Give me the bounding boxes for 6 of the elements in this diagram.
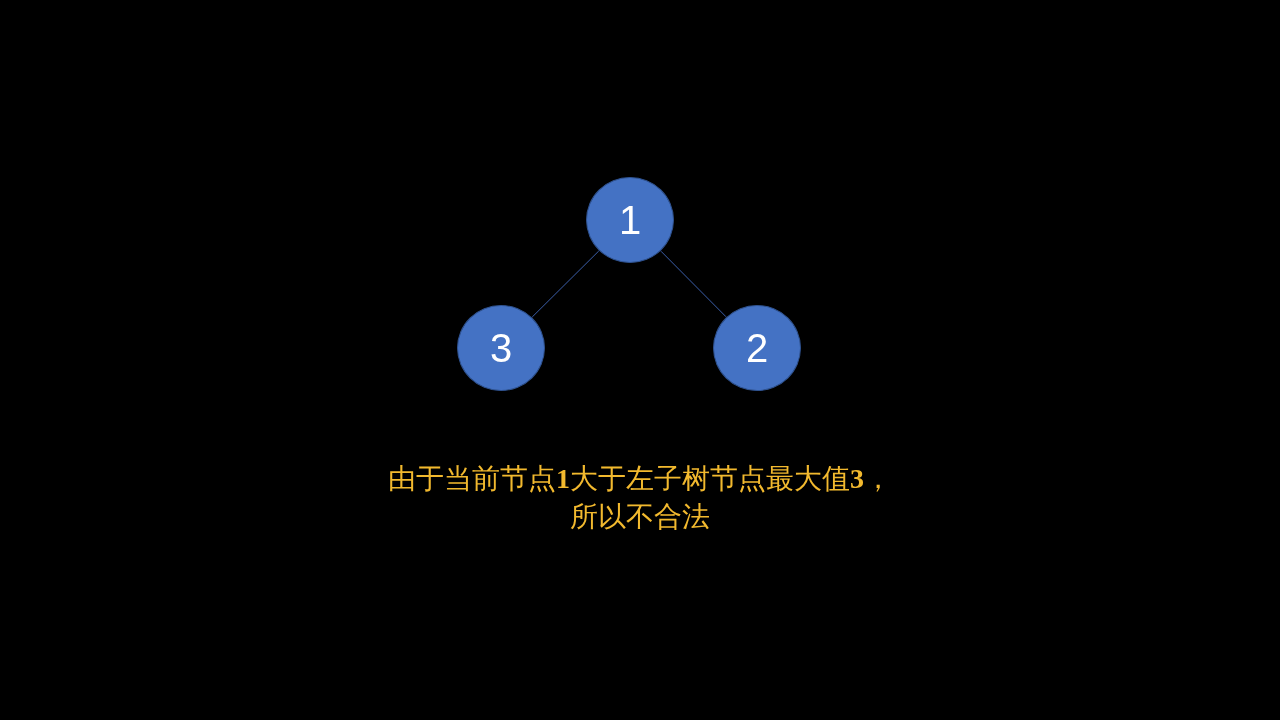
connector-line [660,250,727,318]
node-value: 2 [745,325,769,371]
connector-line [531,250,600,318]
explanation-text: 由于当前节点1大于左子树节点最大值3，所以不合法 [387,461,893,535]
node-value: 3 [489,325,513,371]
node-value: 1 [618,197,642,243]
